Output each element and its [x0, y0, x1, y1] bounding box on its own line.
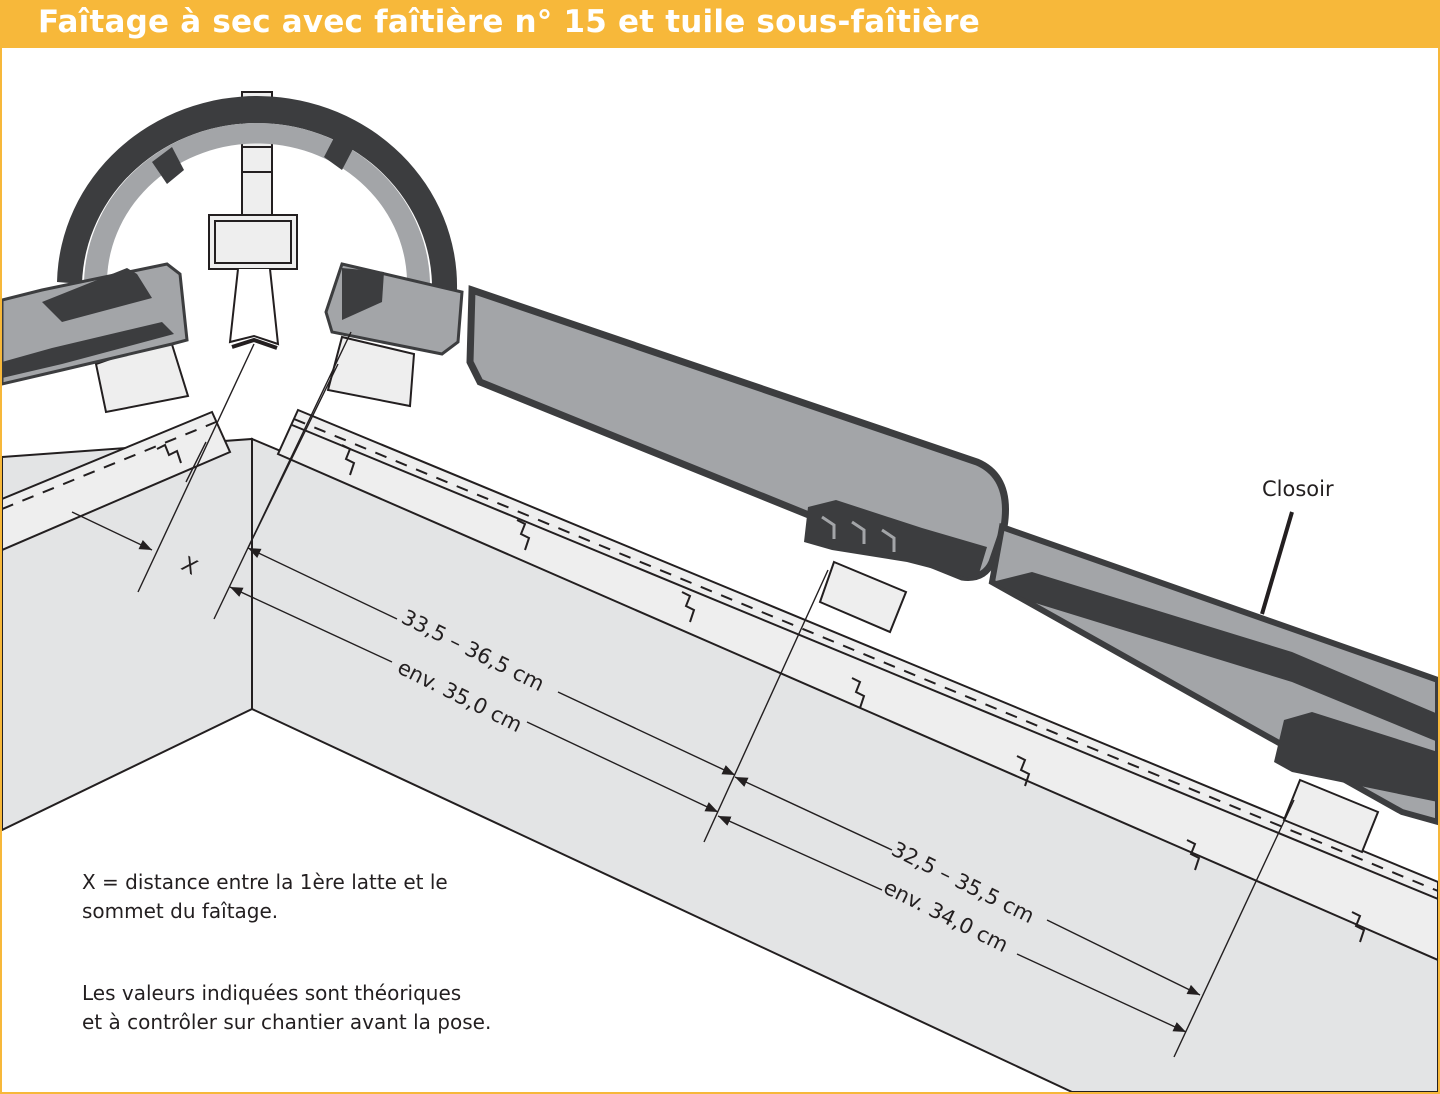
x-dimension-arrow: [71, 511, 153, 551]
title-bar: Faîtage à sec avec faîtière n° 15 et tui…: [2, 2, 1438, 48]
counter-batten-right: [276, 408, 1438, 962]
next-tile-right: [988, 523, 1438, 826]
disclaimer-line-1: Les valeurs indiquées sont théoriques: [82, 981, 462, 1005]
closoir-label: Closoir: [1262, 477, 1334, 501]
x-definition-line-1: X = distance entre la 1ère latte et le: [82, 870, 448, 894]
battens: [94, 335, 1380, 854]
sous-faitiere-right: [324, 262, 464, 356]
disclaimer-note: Les valeurs indiquées sont théoriques et…: [82, 979, 491, 1037]
disclaimer-line-2: et à contrôler sur chantier avant la pos…: [82, 1010, 492, 1034]
x-definition-line-2: sommet du faîtage.: [82, 899, 279, 923]
extension-lines: [137, 331, 1295, 1058]
x-definition-note: X = distance entre la 1ère latte et le s…: [82, 868, 448, 926]
counter-batten-left: [2, 410, 232, 552]
ridge-tile: [57, 96, 458, 292]
sous-faitiere-left: [2, 262, 189, 386]
closoir-leader: [1260, 511, 1294, 615]
dimension-lines: [229, 547, 1201, 1033]
page-title: Faîtage à sec avec faîtière n° 15 et tui…: [38, 4, 980, 40]
